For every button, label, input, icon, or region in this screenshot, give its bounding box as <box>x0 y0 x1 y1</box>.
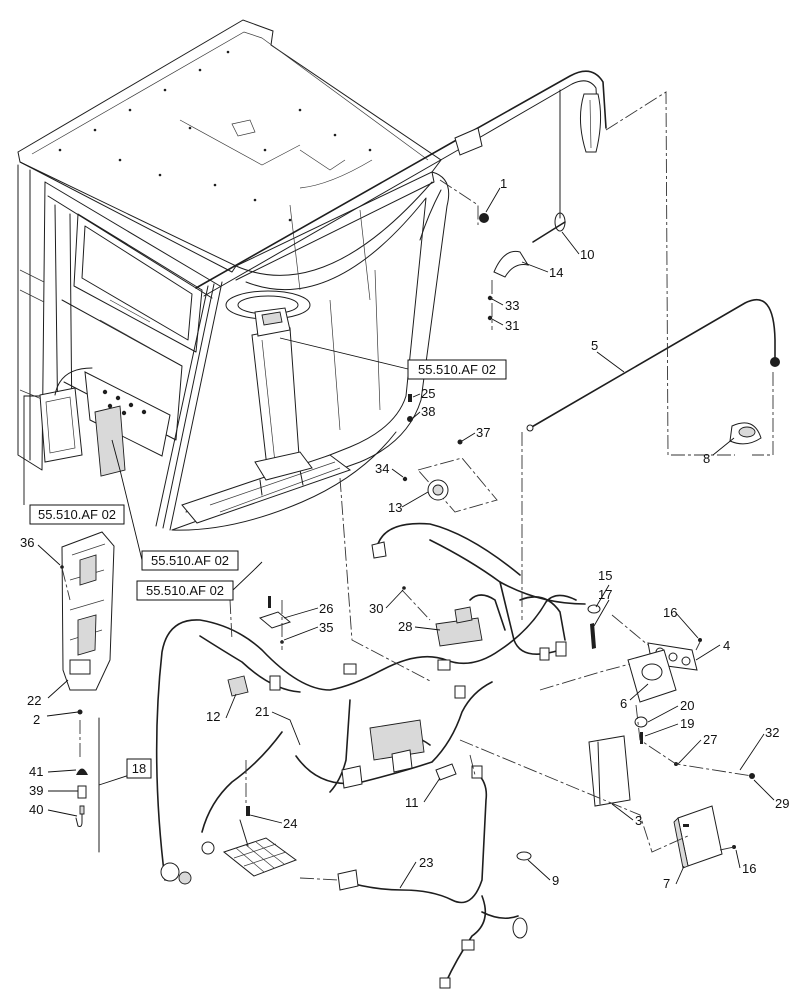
bulb-kit-18 <box>75 717 100 853</box>
part-31-screw <box>487 315 493 321</box>
callout-9[interactable]: 9 <box>552 873 559 888</box>
callout-35[interactable]: 35 <box>319 620 333 635</box>
roof-rivets <box>58 50 372 222</box>
callout-15[interactable]: 15 <box>598 568 612 583</box>
part-11-tag <box>435 763 457 781</box>
a-pillar <box>155 281 223 531</box>
part-17-bar <box>590 623 596 649</box>
part-7-module <box>673 805 723 869</box>
part-20-ring <box>634 716 648 728</box>
callout-8[interactable]: 8 <box>703 451 710 466</box>
callout-28[interactable]: 28 <box>398 619 412 634</box>
reference-link-label: 55.510.AF 02 <box>38 507 116 522</box>
callout-11[interactable]: 11 <box>405 795 419 810</box>
callout-23[interactable]: 23 <box>419 855 433 870</box>
switch-console-panel <box>84 371 171 477</box>
callout-24[interactable]: 24 <box>283 816 297 831</box>
callout-6[interactable]: 6 <box>620 696 627 711</box>
part-15-ring <box>587 604 601 614</box>
callout-37[interactable]: 37 <box>476 425 490 440</box>
callout-19[interactable]: 19 <box>680 716 694 731</box>
part-26-bracket <box>258 596 292 629</box>
harness-small-upper <box>371 522 521 576</box>
callout-4[interactable]: 4 <box>723 638 730 653</box>
part-38-washer <box>407 416 413 422</box>
callout-18: 18 <box>132 761 146 776</box>
reference-link-label: 55.510.AF 02 <box>151 553 229 568</box>
leader-lines <box>23 187 775 889</box>
callout-14[interactable]: 14 <box>549 265 563 280</box>
part-5-cable <box>526 298 780 432</box>
cab-roof <box>17 19 442 281</box>
reference-link-label: 55.510.AF 02 <box>418 362 496 377</box>
part-34-dot <box>402 476 408 482</box>
callout-31[interactable]: 31 <box>505 318 519 333</box>
callout-16-lower[interactable]: 16 <box>742 861 756 876</box>
part-10-washer-nozzle <box>532 212 566 243</box>
callout-39[interactable]: 39 <box>29 783 43 798</box>
harness-21 <box>155 594 577 885</box>
part-9-clip <box>516 851 532 861</box>
part-25-screw <box>408 394 412 402</box>
callout-30[interactable]: 30 <box>369 601 383 616</box>
left-display-panel <box>39 367 93 463</box>
part-19-screw <box>640 732 643 744</box>
part-16-dot-upper <box>698 638 702 642</box>
callout-41[interactable]: 41 <box>29 764 43 779</box>
callout-16-upper[interactable]: 16 <box>663 605 677 620</box>
part-3-bracket <box>588 735 631 807</box>
callout-10[interactable]: 10 <box>580 247 594 262</box>
callout-27[interactable]: 27 <box>703 732 717 747</box>
callout-5[interactable]: 5 <box>591 338 598 353</box>
callout-2[interactable]: 2 <box>33 712 40 727</box>
callout-25[interactable]: 25 <box>421 386 435 401</box>
callout-12[interactable]: 12 <box>206 709 220 724</box>
steering-column <box>225 290 313 481</box>
part-22-rail <box>61 531 115 691</box>
part-16-dot-lower <box>732 845 736 849</box>
callout-17[interactable]: 17 <box>598 587 612 602</box>
part-13-knob <box>417 457 498 513</box>
callout-1[interactable]: 1 <box>500 176 507 191</box>
part-2-dot <box>77 709 83 715</box>
part-37-dot <box>457 439 463 445</box>
callout-29[interactable]: 29 <box>775 796 789 811</box>
callout-21[interactable]: 21 <box>255 704 269 719</box>
part-12-connector <box>227 675 249 697</box>
callouts: 1 10 14 33 31 5 25 38 37 8 34 13 36 15 1… <box>20 176 789 891</box>
wiper-arm <box>195 70 607 297</box>
callout-13[interactable]: 13 <box>388 500 402 515</box>
part-14-bracket <box>493 250 530 278</box>
part-36-dot <box>60 565 64 569</box>
harness-28 <box>429 539 586 661</box>
reference-link-steering[interactable]: 55.510.AF 02 <box>407 359 507 380</box>
reference-link-floor[interactable]: 55.510.AF 02 <box>136 580 234 601</box>
callout-34[interactable]: 34 <box>375 461 389 476</box>
callout-26[interactable]: 26 <box>319 601 333 616</box>
part-33-screw <box>487 295 493 301</box>
callout-20[interactable]: 20 <box>680 698 694 713</box>
callout-18-box[interactable]: 18 <box>126 758 152 779</box>
callout-40[interactable]: 40 <box>29 802 43 817</box>
harness-23 <box>337 765 528 989</box>
phantom-lines <box>61 91 774 881</box>
reference-link-console[interactable]: 55.510.AF 02 <box>141 550 239 571</box>
callout-7[interactable]: 7 <box>663 876 670 891</box>
callout-38[interactable]: 38 <box>421 404 435 419</box>
callout-36[interactable]: 36 <box>20 535 34 550</box>
reference-link-label: 55.510.AF 02 <box>146 583 224 598</box>
part-1-nut <box>479 213 489 223</box>
windshield-frame <box>171 159 450 531</box>
part-24-fuse-block <box>222 806 298 877</box>
callout-22[interactable]: 22 <box>27 693 41 708</box>
callout-33[interactable]: 33 <box>505 298 519 313</box>
part-30-dot <box>402 586 406 590</box>
callout-32[interactable]: 32 <box>765 725 779 740</box>
reference-link-display[interactable]: 55.510.AF 02 <box>29 504 125 525</box>
part-6-bracket <box>627 649 677 703</box>
part-8-lamp <box>729 422 762 445</box>
callout-3[interactable]: 3 <box>635 813 642 828</box>
